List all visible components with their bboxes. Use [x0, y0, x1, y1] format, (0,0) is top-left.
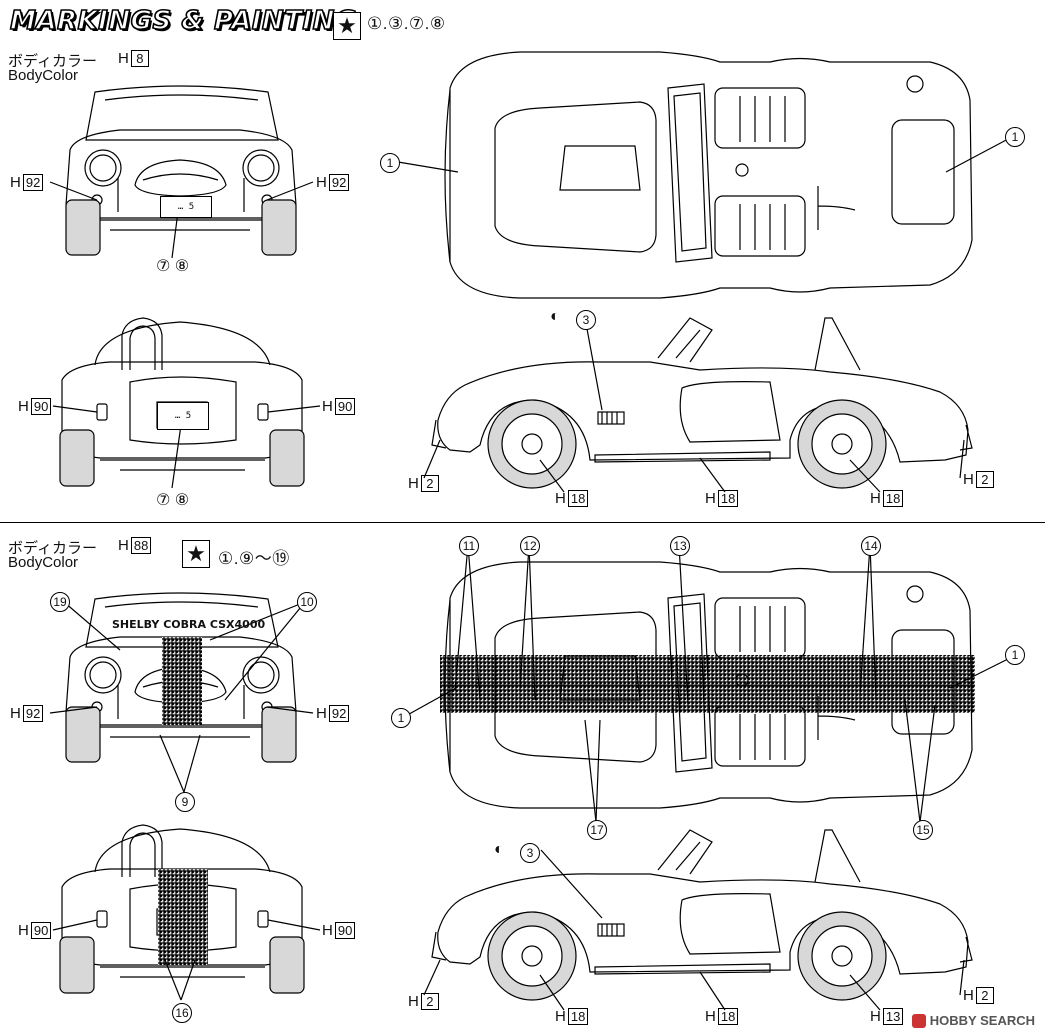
- bottom-body-color-jp: ボディカラー: [8, 539, 97, 557]
- callout-17: 17: [587, 820, 607, 840]
- watermark: HOBBY SEARCH: [911, 1013, 1035, 1028]
- callout-1-top-left: 1: [380, 153, 400, 173]
- overhead-view-top: [444, 51, 973, 299]
- star-icon: ★: [182, 540, 210, 568]
- callout-10: 10: [297, 592, 317, 612]
- callout-13: 13: [670, 536, 690, 556]
- top-decal-list: ①.③.⑦.⑧: [367, 14, 446, 33]
- paint-spot-icon: ◐: [494, 841, 504, 858]
- callout-1-bottom-left: 1: [391, 708, 411, 728]
- front-view-top: [65, 85, 297, 256]
- front-plate-callout: ⑦ ⑧: [156, 258, 190, 275]
- windshield-banner: SHELBY COBRA CSX4000: [112, 618, 266, 631]
- paint-spot-icon: ◐: [550, 308, 560, 325]
- hobby-search-logo-icon: [911, 1013, 926, 1028]
- callout-14: 14: [861, 536, 881, 556]
- rear-plate-callout: ⑦ ⑧: [156, 492, 190, 509]
- bottom-decal-list: ①.⑨～⑲: [218, 549, 290, 568]
- bottom-body-color-en: BodyColor: [8, 554, 79, 571]
- top-body-color-jp: ボディカラー: [8, 52, 97, 70]
- side-view-top: [431, 317, 973, 489]
- callout-3-bottom: 3: [520, 843, 540, 863]
- callout-9: 9: [175, 792, 195, 812]
- callout-19: 19: [50, 592, 70, 612]
- callout-3-top: 3: [576, 310, 596, 330]
- rear-license-plate: … 5: [157, 402, 209, 430]
- star-icon: ★: [333, 12, 361, 40]
- page-title: MARKINGS & PAINTING: [9, 5, 357, 37]
- callout-11: 11: [459, 536, 479, 556]
- section-divider: [0, 522, 1045, 523]
- callout-16: 16: [172, 1003, 192, 1023]
- callout-12: 12: [520, 536, 540, 556]
- front-license-plate: … 5: [160, 196, 212, 218]
- callout-1-bottom-right: 1: [1005, 645, 1025, 665]
- top-body-color-en: BodyColor: [8, 67, 79, 84]
- callout-1-top-right: 1: [1005, 127, 1025, 147]
- callout-15: 15: [913, 820, 933, 840]
